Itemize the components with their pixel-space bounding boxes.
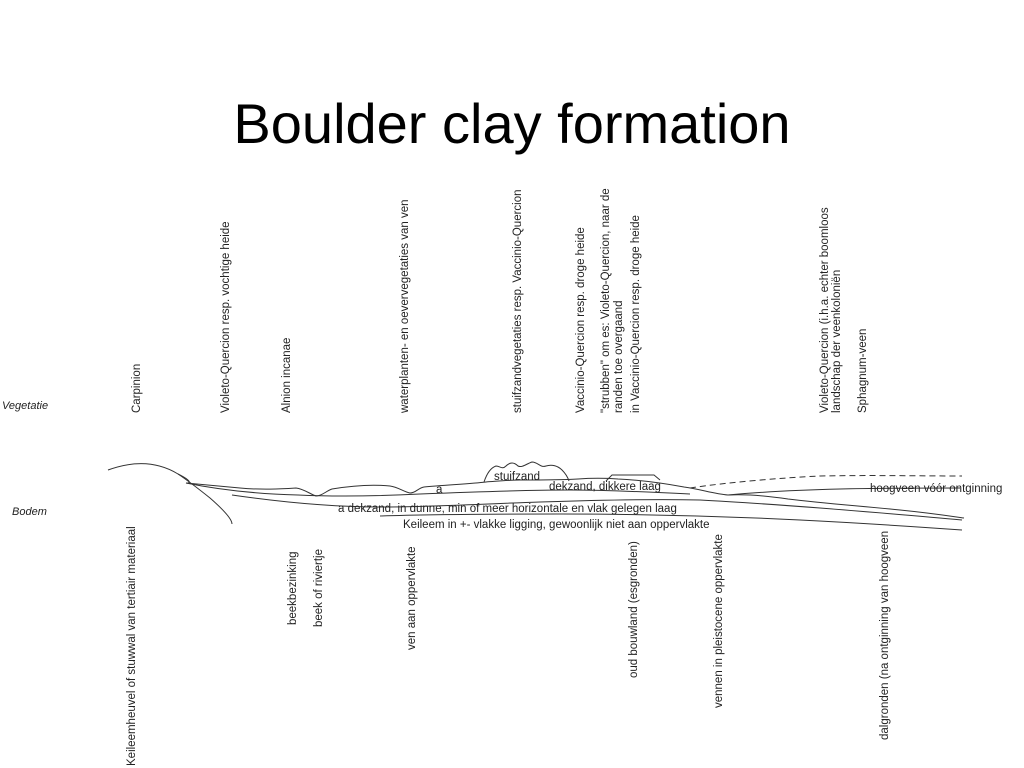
hill-front [177,473,190,484]
landform-label-dalgronden: dalgronden (na ontginning van hoogveen [879,530,891,740]
keileem-bottom [379,513,963,531]
ground-surface [185,477,965,519]
hoogveen-dashed [689,475,963,489]
profile-label-dekzand-dunne-laag: a dekzand, in dunne, min of meer horizon… [338,503,677,515]
landform-label-vennen: vennen in pleistocene oppervlakte [713,534,725,708]
dalgronden-line [727,487,961,496]
row-label-soil: Bodem [12,506,47,518]
keileem-top [231,494,963,521]
landform-label-beek-of-riviertje: beek of riviertje [313,549,325,627]
landform-label-beekbezinking: beekbezinking [287,551,299,625]
es-plateau [605,474,661,482]
stuifzand-dune [483,461,570,483]
profile-label-a: a [436,484,443,496]
profile-label-keileem: Keileem in +- vlakke ligging, gewoonlijk… [403,519,710,531]
profile-label-hoogveen: hoogveen vóór ontginning [870,483,1003,495]
landform-label-oud-bouwland: oud bouwland (esgronden) [628,541,640,678]
profile-label-dekzand-dikkere-laag: dekzand, dikkere laag [549,481,661,493]
row-label-vegetation: Vegetatie [2,400,49,412]
dekzand-base [185,482,691,497]
landform-label-ven: ven aan oppervlakte [406,546,418,650]
profile-label-stuifzand: stuifzand [494,471,541,483]
landform-label-keileemheuvel: Keileemheuvel of stuwwal van tertiair ma… [126,526,138,766]
slide-title: Boulder clay formation [233,92,791,155]
surface-line [107,463,233,525]
